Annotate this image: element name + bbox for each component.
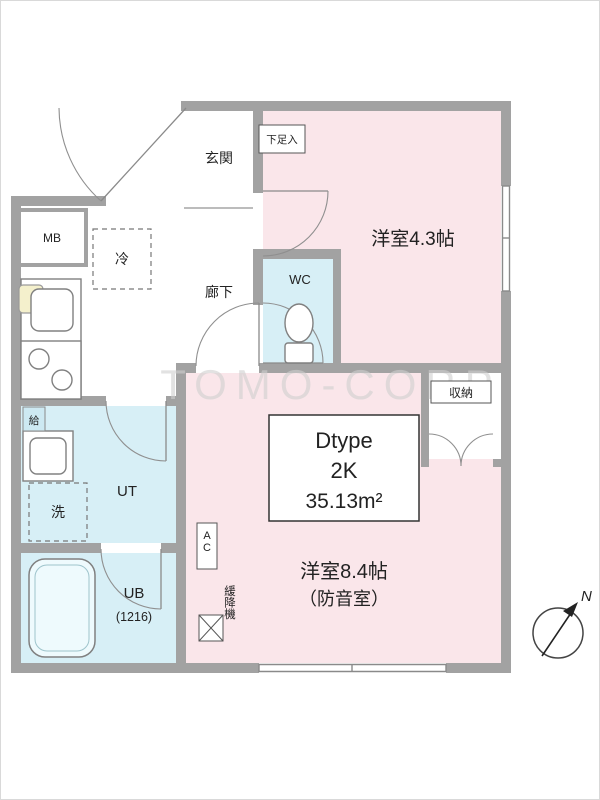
room2-door-swing — [195, 302, 260, 367]
room-4_3-floor — [263, 111, 501, 363]
wall-hall-wc — [253, 251, 263, 305]
vanity-basin — [29, 437, 67, 475]
wall-ut-ub-b — [161, 543, 186, 553]
wall-ut-ub-a — [11, 543, 101, 553]
hallway-label: 廊下 — [205, 284, 233, 300]
unit-layout: 2K — [331, 458, 358, 483]
meter-box — [17, 208, 88, 267]
wall-wc-top — [253, 249, 341, 259]
storage-label-box — [430, 380, 492, 404]
storage-label: 収納 — [449, 386, 473, 400]
wall-room2-left — [176, 363, 186, 673]
storage-door-left-swing — [428, 433, 462, 467]
compass-arrowhead — [563, 602, 578, 617]
room2-label: 洋室8.4帖 — [300, 560, 388, 583]
wall-storage-stub-a — [421, 459, 429, 467]
fixtures: MB 冷 給 洗 下足入 収納 — [17, 124, 492, 658]
kitchen-stove — [20, 340, 82, 400]
utility-door-swing — [105, 400, 167, 462]
wall-wc-right — [333, 249, 341, 373]
wall-entry-top — [11, 196, 106, 206]
bathtub-inner — [34, 564, 90, 652]
fridge-label: 冷 — [115, 251, 129, 267]
unit-type: Dtype — [315, 428, 372, 453]
water-supply-label: 給 — [29, 414, 40, 427]
wall-storage-left — [421, 373, 429, 463]
bath-size-label: (1216) — [116, 610, 152, 624]
wall-right — [501, 101, 511, 673]
genkan-label: 玄関 — [205, 150, 233, 166]
room2-note-label: （防音室） — [299, 589, 389, 609]
washer-label: 洗 — [51, 504, 65, 520]
wall-top — [181, 101, 511, 111]
water-supply-box — [22, 406, 46, 432]
fridge-space — [92, 228, 152, 290]
bath-label: UB — [124, 585, 145, 602]
stove-burner-2 — [51, 369, 73, 391]
ac-label: AC — [201, 530, 213, 554]
utility-label: UT — [117, 483, 137, 500]
bath-door-swing — [100, 548, 162, 610]
toilet-tank — [284, 342, 314, 364]
storage-door-right-swing — [460, 433, 494, 467]
wall-mid-left-stub — [181, 363, 196, 373]
meter-box-label: MB — [43, 231, 61, 245]
room-labels: 玄関 廊下 WC 洋室4.3帖 UT UB (1216) 洋室8.4帖 （防音室… — [116, 150, 455, 624]
escape-device-label: 緩降機 — [223, 585, 236, 620]
window-room2-bottom — [258, 663, 447, 673]
shoe-cabinet-label: 下足入 — [266, 134, 298, 146]
wall-mid-main — [259, 363, 511, 373]
wall-kitchen-ut-b — [166, 396, 186, 406]
wall-genkan-room1-upper — [253, 108, 263, 193]
wall-kitchen-ut-a — [11, 396, 106, 406]
window-room1-right — [501, 185, 511, 292]
entry-door-leaf — [100, 107, 187, 202]
unit-info-box: Dtype 2K 35.13m² — [268, 414, 420, 522]
escape-hatch-diag-2 — [198, 614, 224, 642]
wall-storage-stub-b — [493, 459, 511, 467]
stove-burner-1 — [28, 348, 50, 370]
room1-door-swing — [262, 190, 329, 257]
kitchen-sink — [30, 288, 74, 332]
wc-label: WC — [289, 272, 311, 287]
toilet-bowl — [284, 303, 314, 343]
unit-info-border — [268, 414, 420, 522]
entry-door-swing — [58, 107, 102, 202]
windows — [258, 185, 511, 673]
compass-north-label: N — [581, 588, 592, 605]
room1-label: 洋室4.3帖 — [371, 228, 454, 250]
ac-box — [196, 522, 218, 570]
washer-space — [28, 482, 88, 542]
compass: N — [532, 588, 592, 659]
bathtub — [28, 558, 96, 658]
unit-area: 35.13m² — [305, 490, 382, 513]
shoe-cabinet-box — [258, 124, 306, 154]
wall-left — [11, 196, 21, 673]
